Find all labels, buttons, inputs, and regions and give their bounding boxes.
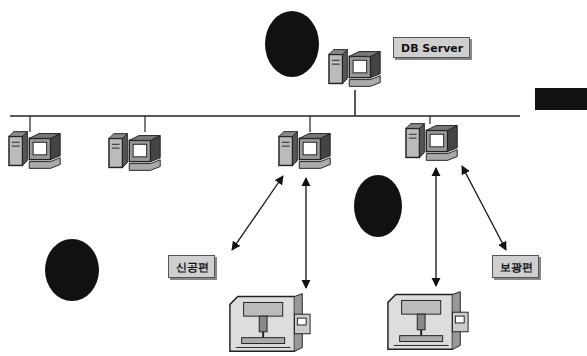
label-text: DB Server <box>401 42 462 55</box>
server-label: DB Server <box>393 37 470 58</box>
device-label: 보광편 <box>492 255 539 278</box>
label-text: 신공편 <box>176 260 207 275</box>
label-text: 보광편 <box>500 260 531 275</box>
device-label: 신공편 <box>168 255 215 278</box>
